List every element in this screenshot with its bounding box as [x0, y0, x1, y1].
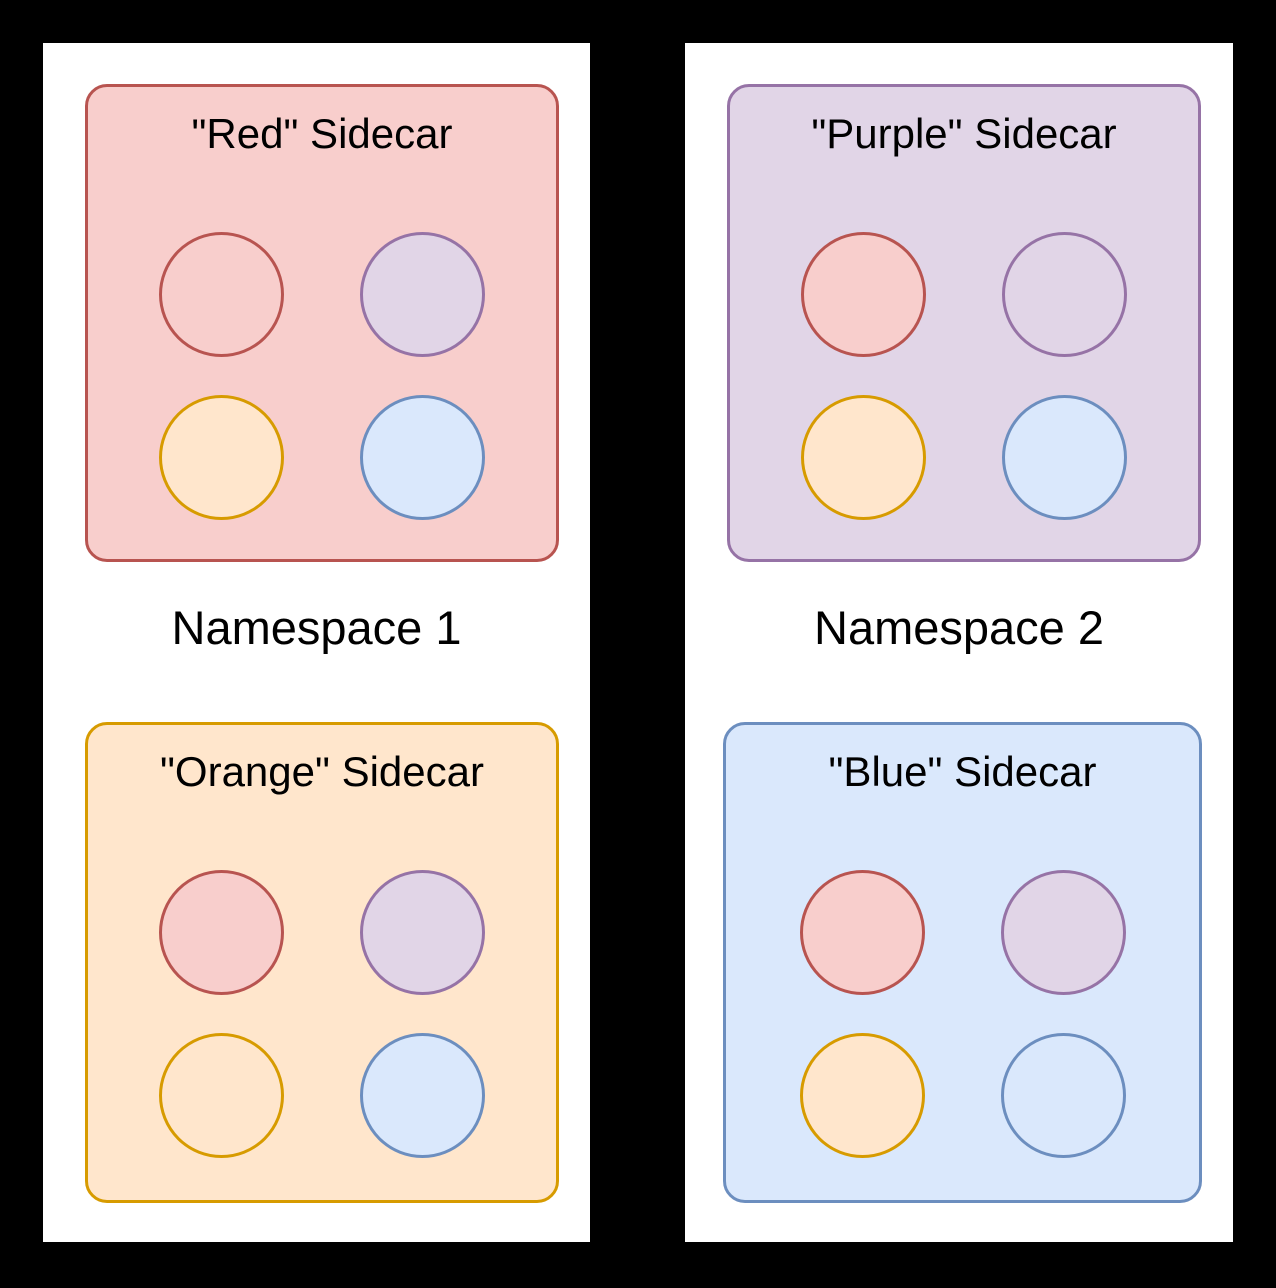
sidecar-title: "Purple" Sidecar — [811, 110, 1117, 157]
pod-circle-purple[interactable] — [360, 870, 485, 995]
pod-circle-orange[interactable] — [159, 395, 284, 520]
pod-circle-grid — [726, 870, 1199, 1158]
namespace-label-2: Namespace 2 — [814, 601, 1104, 654]
sidecar-title: "Blue" Sidecar — [828, 748, 1097, 795]
sidecar-title: "Red" Sidecar — [191, 110, 453, 157]
pod-circle-orange[interactable] — [799, 1033, 925, 1158]
pod-circle-grid — [730, 232, 1198, 520]
pod-circle-blue[interactable] — [360, 395, 485, 520]
pod-circle-purple[interactable] — [360, 232, 485, 357]
pod-circle-purple[interactable] — [1000, 870, 1126, 995]
pod-circle-purple[interactable] — [1002, 232, 1127, 357]
pod-circle-orange[interactable] — [801, 395, 926, 520]
namespace-panel-1: "Red" Sidecar Namespace 1 "Orange" Sidec… — [43, 43, 590, 1242]
sidecar-box-orange[interactable]: "Orange" Sidecar — [85, 722, 559, 1203]
sidecar-title: "Orange" Sidecar — [160, 748, 484, 795]
sidecar-box-purple[interactable]: "Purple" Sidecar — [727, 84, 1201, 562]
pod-circle-red[interactable] — [159, 232, 284, 357]
pod-circle-orange[interactable] — [159, 1033, 284, 1158]
sidecar-box-blue[interactable]: "Blue" Sidecar — [723, 722, 1202, 1203]
pod-circle-blue[interactable] — [1000, 1033, 1126, 1158]
pod-circle-blue[interactable] — [360, 1033, 485, 1158]
pod-circle-red[interactable] — [801, 232, 926, 357]
pod-circle-red[interactable] — [159, 870, 284, 995]
pod-circle-grid — [88, 232, 556, 520]
namespace-panel-2: "Purple" Sidecar Namespace 2 "Blue" Side… — [685, 43, 1233, 1242]
pod-circle-grid — [88, 870, 556, 1158]
pod-circle-red[interactable] — [799, 870, 925, 995]
pod-circle-blue[interactable] — [1002, 395, 1127, 520]
namespace-label-1: Namespace 1 — [171, 601, 462, 654]
sidecar-box-red[interactable]: "Red" Sidecar — [85, 84, 559, 562]
